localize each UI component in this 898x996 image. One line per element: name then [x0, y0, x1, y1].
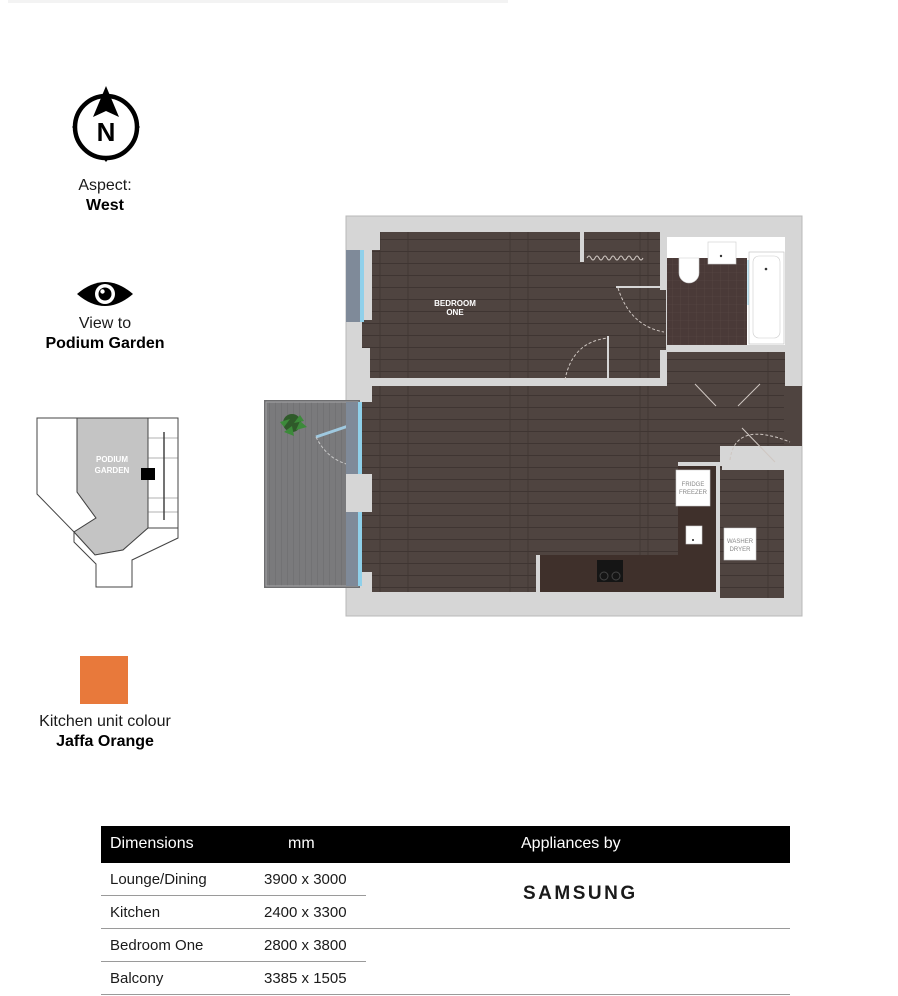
- bedroom-window: [346, 250, 362, 322]
- room-size: 2400 x 3300: [264, 904, 347, 921]
- basin-icon: [707, 241, 737, 265]
- aspect-block: N Aspect: West: [0, 82, 210, 216]
- hallway: [662, 352, 802, 463]
- colour-swatch: [80, 656, 128, 704]
- header-dimensions: Dimensions: [110, 835, 194, 852]
- header-unit: mm: [288, 835, 315, 852]
- kitchen-colour-block: Kitchen unit colour Jaffa Orange: [0, 656, 210, 752]
- samsung-logo: SAMSUNG: [523, 883, 638, 904]
- dimensions-table: Dimensions mm Appliances by Lounge/Dinin…: [101, 826, 790, 995]
- room-size: 3900 x 3000: [264, 871, 347, 888]
- table-row: Lounge/Dining 3900 x 3000: [101, 863, 790, 896]
- utility-cupboard: WASHER DRYER: [720, 466, 786, 598]
- svg-text:DRYER: DRYER: [730, 547, 752, 553]
- svg-text:FRIDGE: FRIDGE: [682, 482, 705, 488]
- table-row: Bedroom One 2800 x 3800: [101, 929, 790, 962]
- view-value: Podium Garden: [45, 335, 165, 352]
- svg-text:BEDROOM: BEDROOM: [434, 299, 476, 308]
- table-row: Balcony 3385 x 1505: [101, 962, 790, 995]
- balcony: [264, 400, 361, 588]
- washer-dryer: [723, 527, 757, 561]
- room-size: 3385 x 1505: [264, 970, 347, 987]
- lounge-window-2: [346, 512, 358, 586]
- view-block: View to Podium Garden: [0, 278, 210, 354]
- table-row: Kitchen 2400 x 3300: [101, 896, 790, 929]
- room-name: Bedroom One: [110, 937, 204, 954]
- toilet-icon: [678, 257, 700, 284]
- svg-text:PODIUM: PODIUM: [96, 455, 128, 464]
- radiator-icon: [586, 255, 644, 261]
- eye-icon: [77, 282, 133, 306]
- lounge-window-1: [346, 402, 358, 474]
- compass-north-icon: N: [72, 86, 140, 162]
- hob-icon: [597, 560, 623, 582]
- header-appliances: Appliances by: [521, 835, 621, 852]
- bathroom: [667, 237, 785, 345]
- lounge-dining-kitchen: FRIDGE FREEZER: [346, 386, 720, 598]
- svg-text:FREEZER: FREEZER: [679, 490, 708, 496]
- aspect-value: West: [86, 197, 124, 214]
- sink-icon: [685, 525, 703, 545]
- fridge-freezer: [675, 469, 711, 507]
- aspect-label: Aspect:: [78, 177, 132, 194]
- svg-text:N: N: [97, 117, 116, 147]
- plant-icon: [280, 414, 307, 436]
- key-plan-diagram: PODIUM GARDEN: [36, 417, 179, 588]
- room-name: Balcony: [110, 970, 164, 987]
- kitchen-colour-value: Jaffa Orange: [56, 733, 154, 750]
- svg-text:WASHER: WASHER: [727, 539, 754, 545]
- floor-plan: BEDROOM ONE: [264, 215, 803, 617]
- apartment-marker: [141, 468, 155, 480]
- table-header: Dimensions mm Appliances by: [101, 826, 790, 863]
- view-label: View to: [78, 315, 132, 332]
- svg-text:GARDEN: GARDEN: [95, 466, 130, 475]
- kitchen-colour-label: Kitchen unit colour: [39, 713, 171, 730]
- key-plan: PODIUM GARDEN: [30, 412, 180, 607]
- room-name: Lounge/Dining: [110, 871, 207, 888]
- svg-text:ONE: ONE: [446, 308, 464, 317]
- room-size: 2800 x 3800: [264, 937, 347, 954]
- room-name: Kitchen: [110, 904, 161, 921]
- top-rule: [8, 0, 508, 3]
- bedroom-one: BEDROOM ONE: [346, 232, 666, 383]
